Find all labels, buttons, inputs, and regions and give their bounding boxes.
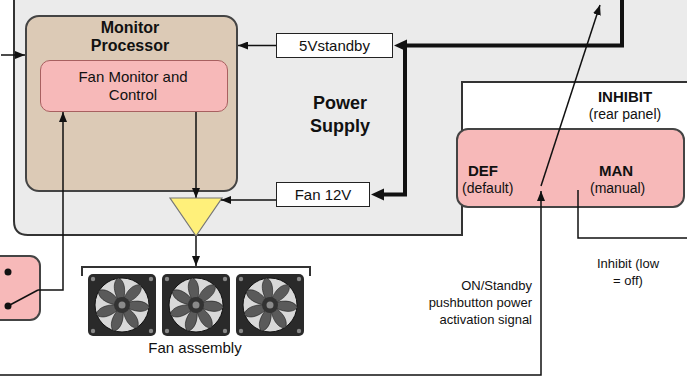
inhibit-switch-box: INHIBIT(rear panel)DEF(default)MAN(manua… [456, 128, 685, 208]
switch-contact [5, 269, 12, 276]
node-title: Fan 12V [295, 186, 352, 204]
housing-shape [14, 0, 687, 235]
node-text: (manual) [590, 180, 645, 197]
annotation-label: Inhibit (low = off) [593, 256, 663, 290]
fan-drive-wire [195, 236, 197, 266]
node-text: (default) [462, 180, 513, 197]
node-text: MAN [599, 162, 633, 180]
node-title: Monitor Processor [75, 19, 185, 56]
switch-panel [0, 256, 40, 320]
fan-icon [162, 274, 230, 336]
annotation-label: ON/Standby pushbutton power activation s… [420, 278, 532, 329]
rail-box: Fan 12V [276, 182, 370, 207]
processor-box: Monitor ProcessorFan Monitor and Control [25, 15, 238, 192]
annotation-label: Fan assembly [110, 339, 280, 357]
input-wire [1, 54, 25, 56]
fan-control-box: Fan Monitor and Control [40, 60, 228, 112]
node-text: DEF [468, 162, 498, 180]
control-wire [195, 112, 197, 198]
node-title: 5Vstandby [299, 37, 370, 55]
node-title: Fan Monitor and Control [68, 68, 198, 104]
connector-arrow [238, 45, 276, 47]
fan-icon [88, 274, 156, 336]
node-title: INHIBIT [580, 88, 670, 106]
fan-power-wire [221, 199, 276, 201]
node-text: (rear panel) [580, 106, 670, 123]
node-title: Power Supply [290, 92, 390, 139]
switch-lever [8, 290, 38, 306]
rail-box: 5Vstandby [276, 33, 393, 58]
fan-icon [236, 274, 304, 336]
